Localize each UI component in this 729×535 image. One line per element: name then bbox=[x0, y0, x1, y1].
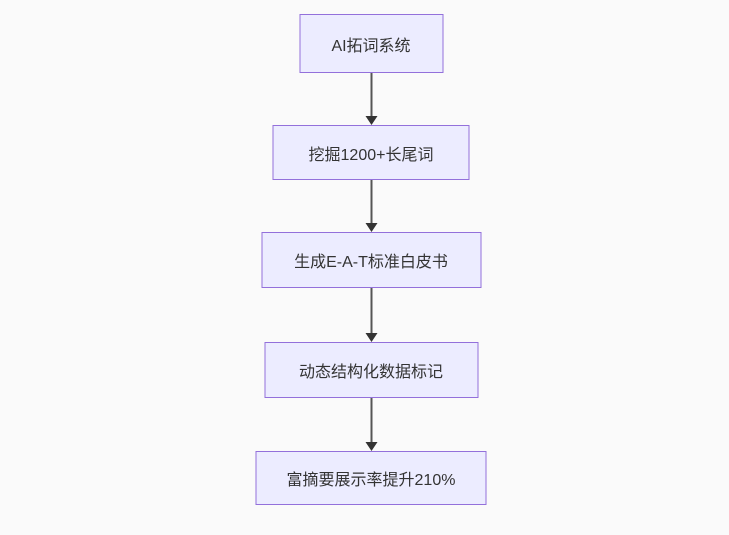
node-label: 富摘要展示率提升210% bbox=[286, 472, 456, 489]
arrow-line bbox=[370, 180, 372, 223]
flow-arrow-down bbox=[365, 398, 377, 451]
flowchart-node-structured-data: 动态结构化数据标记 bbox=[264, 342, 478, 398]
arrow-down-icon bbox=[365, 116, 377, 125]
arrow-line bbox=[370, 288, 372, 333]
arrow-down-icon bbox=[365, 223, 377, 232]
node-label: 动态结构化数据标记 bbox=[298, 364, 443, 381]
flowchart-column: AI拓词系统 挖掘1200+长尾词 生成E-A-T标准白皮书 动态结构化数据标记 bbox=[255, 14, 487, 505]
node-label: AI拓词系统 bbox=[331, 37, 411, 55]
node-label: 生成E-A-T标准白皮书 bbox=[294, 254, 448, 271]
arrow-line bbox=[370, 398, 372, 442]
flow-arrow-down bbox=[365, 73, 377, 125]
flowchart-node-rich-snippet-result: 富摘要展示率提升210% bbox=[255, 451, 487, 505]
flowchart-node-longtail-keywords: 挖掘1200+长尾词 bbox=[272, 125, 470, 180]
flowchart-node-ai-system: AI拓词系统 bbox=[299, 14, 443, 73]
arrow-down-icon bbox=[365, 333, 377, 342]
flow-arrow-down bbox=[365, 288, 377, 342]
flowchart-node-eat-whitepaper: 生成E-A-T标准白皮书 bbox=[261, 232, 481, 288]
node-label: 挖掘1200+长尾词 bbox=[308, 146, 434, 164]
flow-arrow-down bbox=[365, 180, 377, 232]
arrow-down-icon bbox=[365, 442, 377, 451]
arrow-line bbox=[370, 73, 372, 116]
